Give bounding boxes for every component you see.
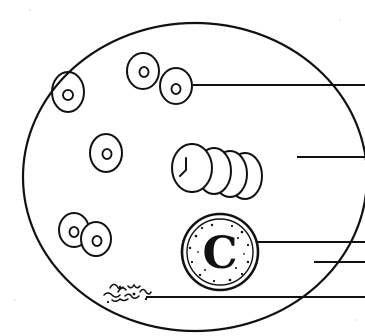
nucleus-letter: C — [202, 228, 237, 279]
red-blood-cell — [160, 68, 192, 104]
red-blood-cell — [81, 222, 111, 256]
white-blood-cell: C — [182, 214, 258, 290]
